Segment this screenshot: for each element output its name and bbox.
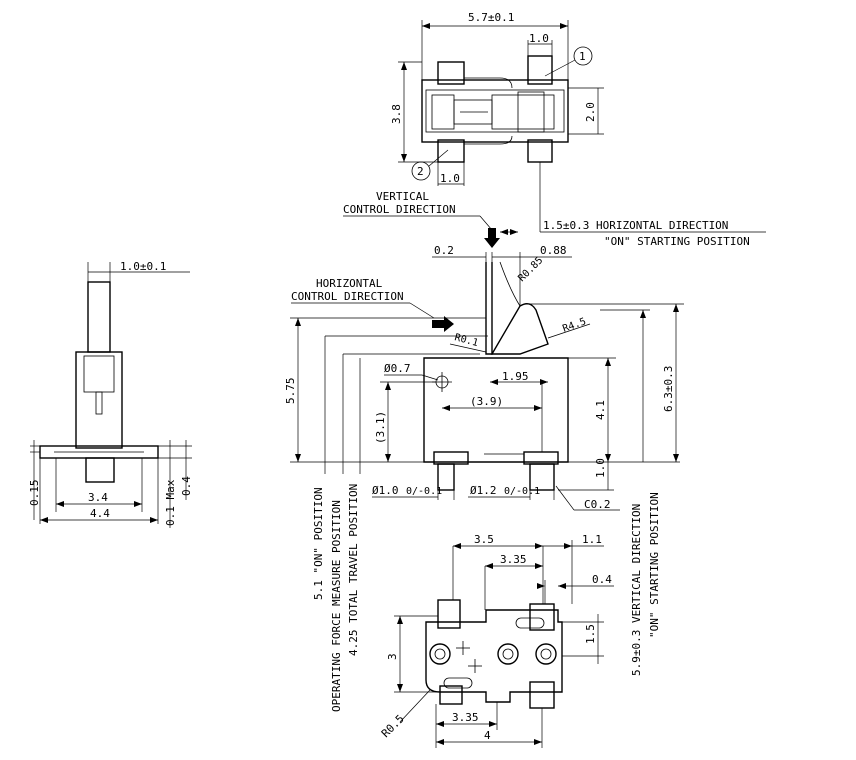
vertical-direction-label-1: VERTICAL (376, 190, 429, 203)
on-position-label: 5.1 "ON" POSITION (312, 487, 325, 600)
top-terminal-2 (437, 139, 465, 163)
dim-3: 3 (386, 653, 399, 660)
vertical-direction-dim-label: 5.9±0.3 VERTICAL DIRECTION (630, 504, 643, 676)
horizontal-control-label-1: HORIZONTAL (316, 277, 383, 290)
pin-1 (437, 463, 455, 491)
vertical-direction-label-2: CONTROL DIRECTION (343, 203, 456, 216)
chamfer-dim: C0.2 (584, 498, 611, 511)
horizontal-on-start-label: "ON" STARTING POSITION (604, 235, 750, 248)
lever (485, 262, 493, 355)
svg-text:2: 2 (417, 165, 424, 178)
lever-spring (490, 303, 549, 355)
vertical-position-labels: 5.1 "ON" POSITION OPERATING FORCE MEASUR… (312, 335, 661, 712)
lever-width-dim: 0.2 (434, 244, 454, 257)
dim-41: 4.1 (594, 400, 607, 420)
left-pin (85, 457, 115, 483)
vertical-on-start-label: "ON" STARTING POSITION (648, 492, 661, 638)
bottom-view: 3.5 1.1 3.35 0.4 1.5 3 R0.5 (379, 533, 614, 748)
top-width-dim: 5.7±0.1 (468, 11, 514, 24)
dim-04-left: 0.4 (180, 476, 193, 496)
bottom-pin-1 (429, 643, 451, 665)
left-view: 1.0±0.1 0.15 3.4 4.4 0.1 Max 0.4 (28, 260, 193, 528)
svg-text:0/-0.1: 0/-0.1 (406, 486, 442, 497)
callout-1 (573, 46, 593, 66)
bottom-pin-2 (535, 643, 557, 665)
operating-force-label: OPERATING FORCE MEASURE POSITION (330, 500, 343, 712)
left-lever (87, 281, 111, 353)
dim-01max: 0.1 Max (164, 479, 177, 526)
dim-10: 1.0 (594, 458, 607, 478)
dim-11: 1.1 (582, 533, 602, 546)
lever-tip-dim: 0.88 (540, 244, 567, 257)
dim-35: 3.5 (474, 533, 494, 546)
svg-text:1: 1 (579, 50, 586, 63)
hole-diameter-dim: Ø0.7 (384, 362, 411, 375)
dim-34: 3.4 (88, 491, 108, 504)
side-body-outline (423, 357, 569, 463)
dim-44: 4.4 (90, 507, 110, 520)
dim-4: 4 (484, 729, 491, 742)
pin1-diameter-dim: Ø1.0 (372, 484, 399, 497)
r01-label: R0.1 (453, 332, 479, 349)
dim-15: 1.5 (584, 624, 597, 644)
top-terminal-width-dim: 1.0 (529, 32, 549, 45)
pin2-diameter-dim: Ø1.2 (470, 484, 497, 497)
dim-04-bottom: 0.4 (592, 573, 612, 586)
top-body-outline (421, 79, 569, 143)
horizontal-direction-arrow (432, 316, 454, 332)
dim-31: (3.1) (374, 411, 387, 444)
dim-575: 5.75 (284, 378, 297, 405)
pin-2 (529, 463, 555, 491)
svg-text:0/-0.1: 0/-0.1 (504, 486, 540, 497)
dim-335-bottom: 3.35 (452, 711, 479, 724)
bottom-terminal-width-dim: 1.0 (440, 172, 460, 185)
left-top-dim: 1.0±0.1 (120, 260, 166, 273)
dim-195: 1.95 (502, 370, 529, 383)
total-travel-label: 4.25 TOTAL TRAVEL POSITION (347, 484, 360, 656)
left-body (75, 351, 123, 449)
horizontal-direction-label: 1.5±0.3 HORIZONTAL DIRECTION (543, 219, 728, 232)
dim-63: 6.3±0.3 (662, 366, 675, 412)
top-body-inner (425, 89, 565, 133)
dim-39: (3.9) (470, 395, 503, 408)
r05-label: R0.5 (379, 712, 407, 740)
top-terminal-1 (527, 55, 553, 85)
r085-label: R0.85 (516, 255, 545, 284)
dim-015: 0.15 (28, 480, 41, 507)
top-height-dim: 3.8 (390, 104, 403, 124)
horizontal-control-label-2: CONTROL DIRECTION (291, 290, 404, 303)
top-view: 5.7±0.1 1.0 1 2 1.0 3.8 2.0 (390, 11, 604, 232)
direction-annotations: VERTICAL CONTROL DIRECTION 1.5±0.3 HORIZ… (291, 190, 766, 332)
vertical-direction-arrow (484, 228, 500, 248)
top-inner-height-dim: 2.0 (584, 102, 597, 122)
dim-335-top: 3.35 (500, 553, 527, 566)
